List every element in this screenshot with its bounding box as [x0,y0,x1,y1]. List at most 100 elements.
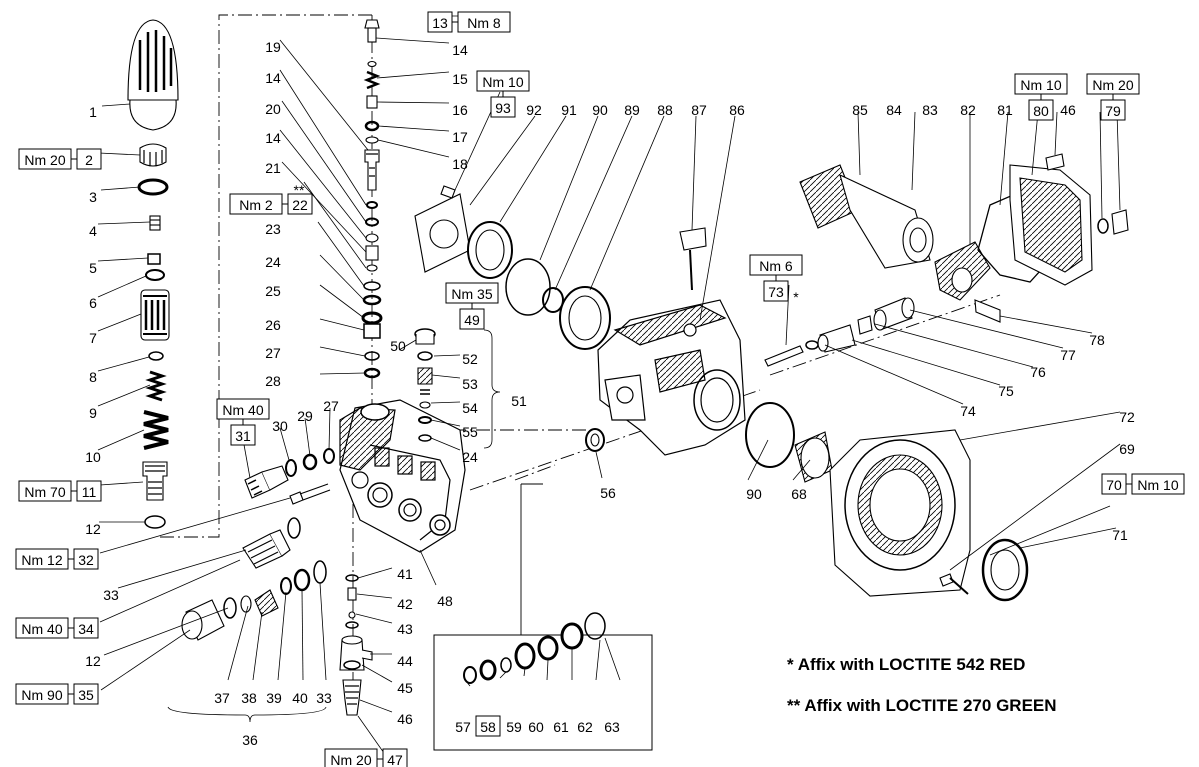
callout-59: 59 [506,719,522,735]
callout-54: 54 [462,400,478,416]
callout-12: 12 [85,521,101,537]
callout-92: 92 [526,102,542,118]
torque-spec: Nm 70 [24,484,65,500]
callout-55: 55 [462,424,478,440]
torque-spec: Nm 20 [24,152,65,168]
manifold-fittings [181,448,335,641]
callout-33: 33 [316,690,332,706]
part-number: 46 [397,711,413,727]
part-number: 6 [89,295,97,311]
part-number: 16 [452,102,468,118]
callout-35: 35 Nm 90 [15,683,99,705]
part-number: 36 [242,732,258,748]
part-number: 24 [462,449,478,465]
part-number: 10 [85,449,101,465]
part-number: 28 [265,373,281,389]
part-number: 85 [852,102,868,118]
part-number: 84 [886,102,902,118]
part-number: 54 [462,400,478,416]
part-number: 1 [89,104,97,120]
part-number: 50 [390,338,406,354]
callout-33: 33 [103,587,119,603]
callout-52: 52 [462,351,478,367]
callout-13: 13 Nm 8 [427,11,511,33]
callout-90: 90 [746,486,762,502]
part-number: 45 [397,680,413,696]
part-number: 80 [1033,103,1049,119]
part-number: 74 [960,403,976,419]
callout-3: 3 [89,189,97,205]
torque-spec: Nm 10 [1137,477,1178,493]
part-number: 29 [297,408,313,424]
callout-68: 68 [791,486,807,502]
part-number: 18 [452,156,468,172]
callout-starstar: ** [294,182,305,198]
part-number: 51 [511,393,527,409]
part-number: 77 [1060,347,1076,363]
part-number: 62 [577,719,593,735]
callout-44: 44 [397,653,413,669]
part-number: 32 [78,552,94,568]
part-number: 33 [103,587,119,603]
unloader-stack [339,574,373,716]
torque-spec: Nm 10 [482,74,523,90]
callout-46: 46 [397,711,413,727]
torque-spec: Nm 90 [21,687,62,703]
callout-76: 76 [1030,364,1046,380]
part-number: 44 [397,653,413,669]
part-number: 27 [265,345,281,361]
part-number: 37 [214,690,230,706]
callout-74: 74 [960,403,976,419]
part-number: 63 [604,719,620,735]
part-number: 19 [265,39,281,55]
part-number: 68 [791,486,807,502]
part-number: 26 [265,317,281,333]
callout-83: 83 [922,102,938,118]
callout-51: 51 [511,393,527,409]
part-number: 11 [82,484,97,500]
part-number: 25 [265,283,281,299]
part-number: 15 [452,71,468,87]
part-number: 60 [528,719,544,735]
part-number: 27 [323,398,339,414]
callout-4: 4 [89,223,97,239]
callout-23: 23 [265,221,281,237]
part-number: 20 [265,101,281,117]
callout-71: 71 [1112,527,1128,543]
callout-87: 87 [691,102,707,118]
torque-spec: Nm 20 [330,752,371,767]
part-number: 35 [78,687,94,703]
part-number: 40 [292,690,308,706]
callout-50: 50 [390,338,406,354]
callout-77: 77 [1060,347,1076,363]
torque-spec: Nm 8 [467,15,501,31]
callout-8: 8 [89,369,97,385]
part-number: 72 [1119,409,1135,425]
leader-lines [97,15,1121,754]
callout-90: 90 [592,102,608,118]
part-number: 13 [432,15,448,31]
part-number: 5 [89,260,97,276]
callout-41: 41 [397,566,413,582]
part-number: 49 [464,312,480,328]
part-number: 7 [89,330,97,346]
callout-28: 28 [265,373,281,389]
callout-6: 6 [89,295,97,311]
part-number: 31 [235,428,251,444]
part-number: 83 [922,102,938,118]
callout-12: 12 [85,653,101,669]
torque-spec: Nm 40 [222,402,263,418]
torque-spec: Nm 10 [1020,77,1061,93]
part-number: 90 [592,102,608,118]
filter-assembly [127,19,179,529]
callout-89: 89 [624,102,640,118]
part-number: 79 [1105,103,1121,119]
part-number: 42 [397,596,413,612]
seal-kit-box [433,483,653,751]
part-number: 14 [265,70,281,86]
